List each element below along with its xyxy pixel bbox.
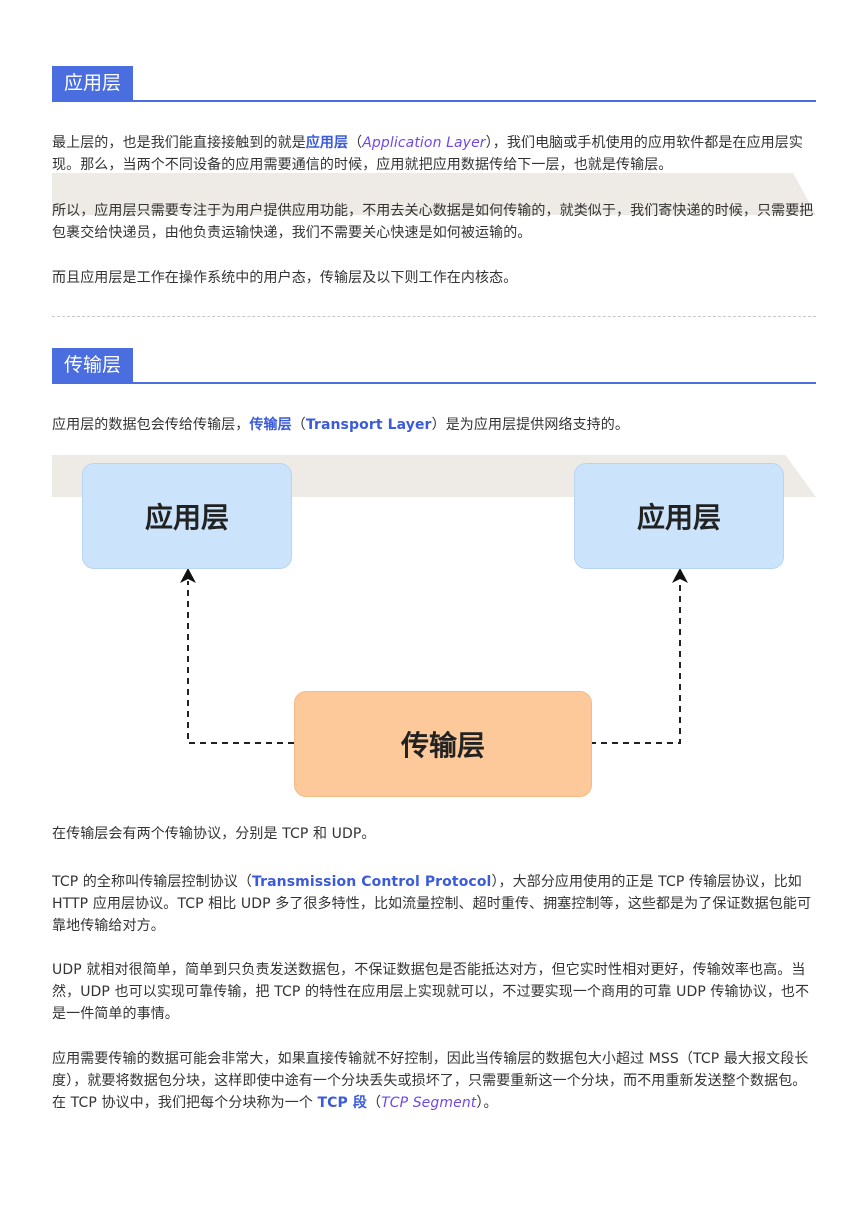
term-tcp-full-name: Transmission Control Protocol [252,874,492,890]
decorative-band [52,173,816,215]
application-layer-box-right: 应用层 [574,463,784,569]
paragraph-application-focus: 所以，应用层只需要专注于为用户提供应用功能，不用去关心数据是如何传输的，就类似于… [52,203,814,241]
paragraph-mss-segment: 应用需要传输的数据可能会非常大，如果直接传输就不好控制，因此当传输层的数据包大小… [52,1051,809,1111]
paragraph-tcp: TCP 的全称叫传输层控制协议（Transmission Control Pro… [52,874,812,934]
term-application-layer: 应用层 [305,135,349,151]
section-heading-transport: 传输层 [52,348,816,384]
transport-layer-box: 传输层 [294,691,592,797]
arrow-up-left-icon [180,568,196,583]
connector-right [590,581,681,744]
term-transport-layer: 传输层 [249,417,292,433]
section-heading-application: 应用层 [52,66,816,102]
section-title: 传输层 [52,348,134,382]
paragraph-application-intro: 最上层的，也是我们能直接接触到的就是应用层（Application Layer）… [52,135,803,173]
term-application-layer-en: Application Layer [362,135,486,151]
paragraph-udp: UDP 就相对很简单，简单到只负责发送数据包，不保证数据包是否能抵达对方，但它实… [52,962,810,1022]
term-transport-layer-en: Transport Layer [305,417,432,433]
connector-left [187,581,294,744]
term-tcp-segment: TCP 段 [317,1095,367,1111]
arrow-up-right-icon [672,568,688,583]
section-divider [52,316,816,317]
paragraph-user-kernel-mode: 而且应用层是工作在操作系统中的用户态，传输层及以下则工作在内核态。 [52,270,518,286]
diagram-connectors [180,568,688,744]
application-layer-box-left: 应用层 [82,463,292,569]
term-tcp-segment-en: TCP Segment [381,1095,477,1111]
paragraph-tcp-udp: 在传输层会有两个传输协议，分别是 TCP 和 UDP。 [52,826,376,842]
layer-diagram: 应用层 应用层 传输层 [52,455,816,805]
section-title: 应用层 [52,66,134,100]
paragraph-transport-intro: 应用层的数据包会传给传输层，传输层（Transport Layer）是为应用层提… [52,417,629,433]
